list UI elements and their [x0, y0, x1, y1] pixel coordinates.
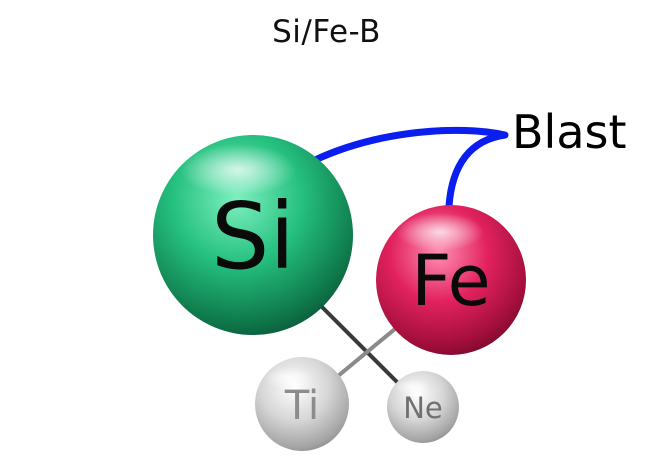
atom-fe-label: Fe [411, 240, 491, 322]
atom-ne: Ne [387, 371, 459, 443]
blast-connector [311, 126, 509, 210]
page-title: Si/Fe-B [272, 14, 381, 50]
atom-si: Si [153, 135, 353, 335]
blast-label: Blast [512, 105, 627, 159]
atom-fe: Fe [376, 205, 526, 355]
atom-si-label: Si [211, 183, 295, 290]
atom-ne-label: Ne [403, 391, 443, 425]
atom-ti-label: Ti [284, 383, 319, 429]
atom-ti: Ti [255, 357, 349, 451]
